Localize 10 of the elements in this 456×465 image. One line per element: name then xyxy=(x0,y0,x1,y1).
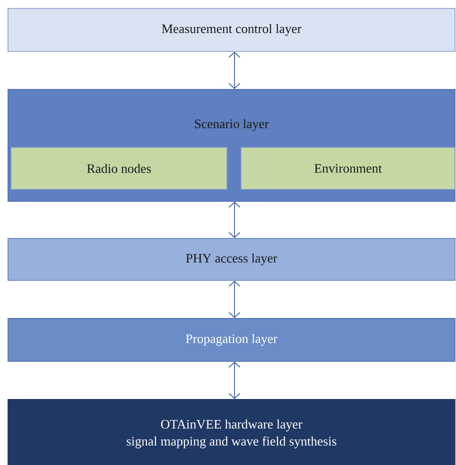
arrow xyxy=(228,202,240,238)
arrow xyxy=(228,362,240,399)
arrow xyxy=(228,52,240,89)
layer-box: PHY access layer xyxy=(8,238,456,281)
component-box: Radio nodes xyxy=(10,147,228,190)
layer-box: Measurement control layer xyxy=(8,8,456,52)
layer-box: Propagation layer xyxy=(8,318,456,362)
arrow xyxy=(228,280,240,318)
layer-box: OTAinVEE hardware layer signal mapping and wave field synthesis xyxy=(8,399,456,465)
component-box: Environment xyxy=(240,147,456,190)
